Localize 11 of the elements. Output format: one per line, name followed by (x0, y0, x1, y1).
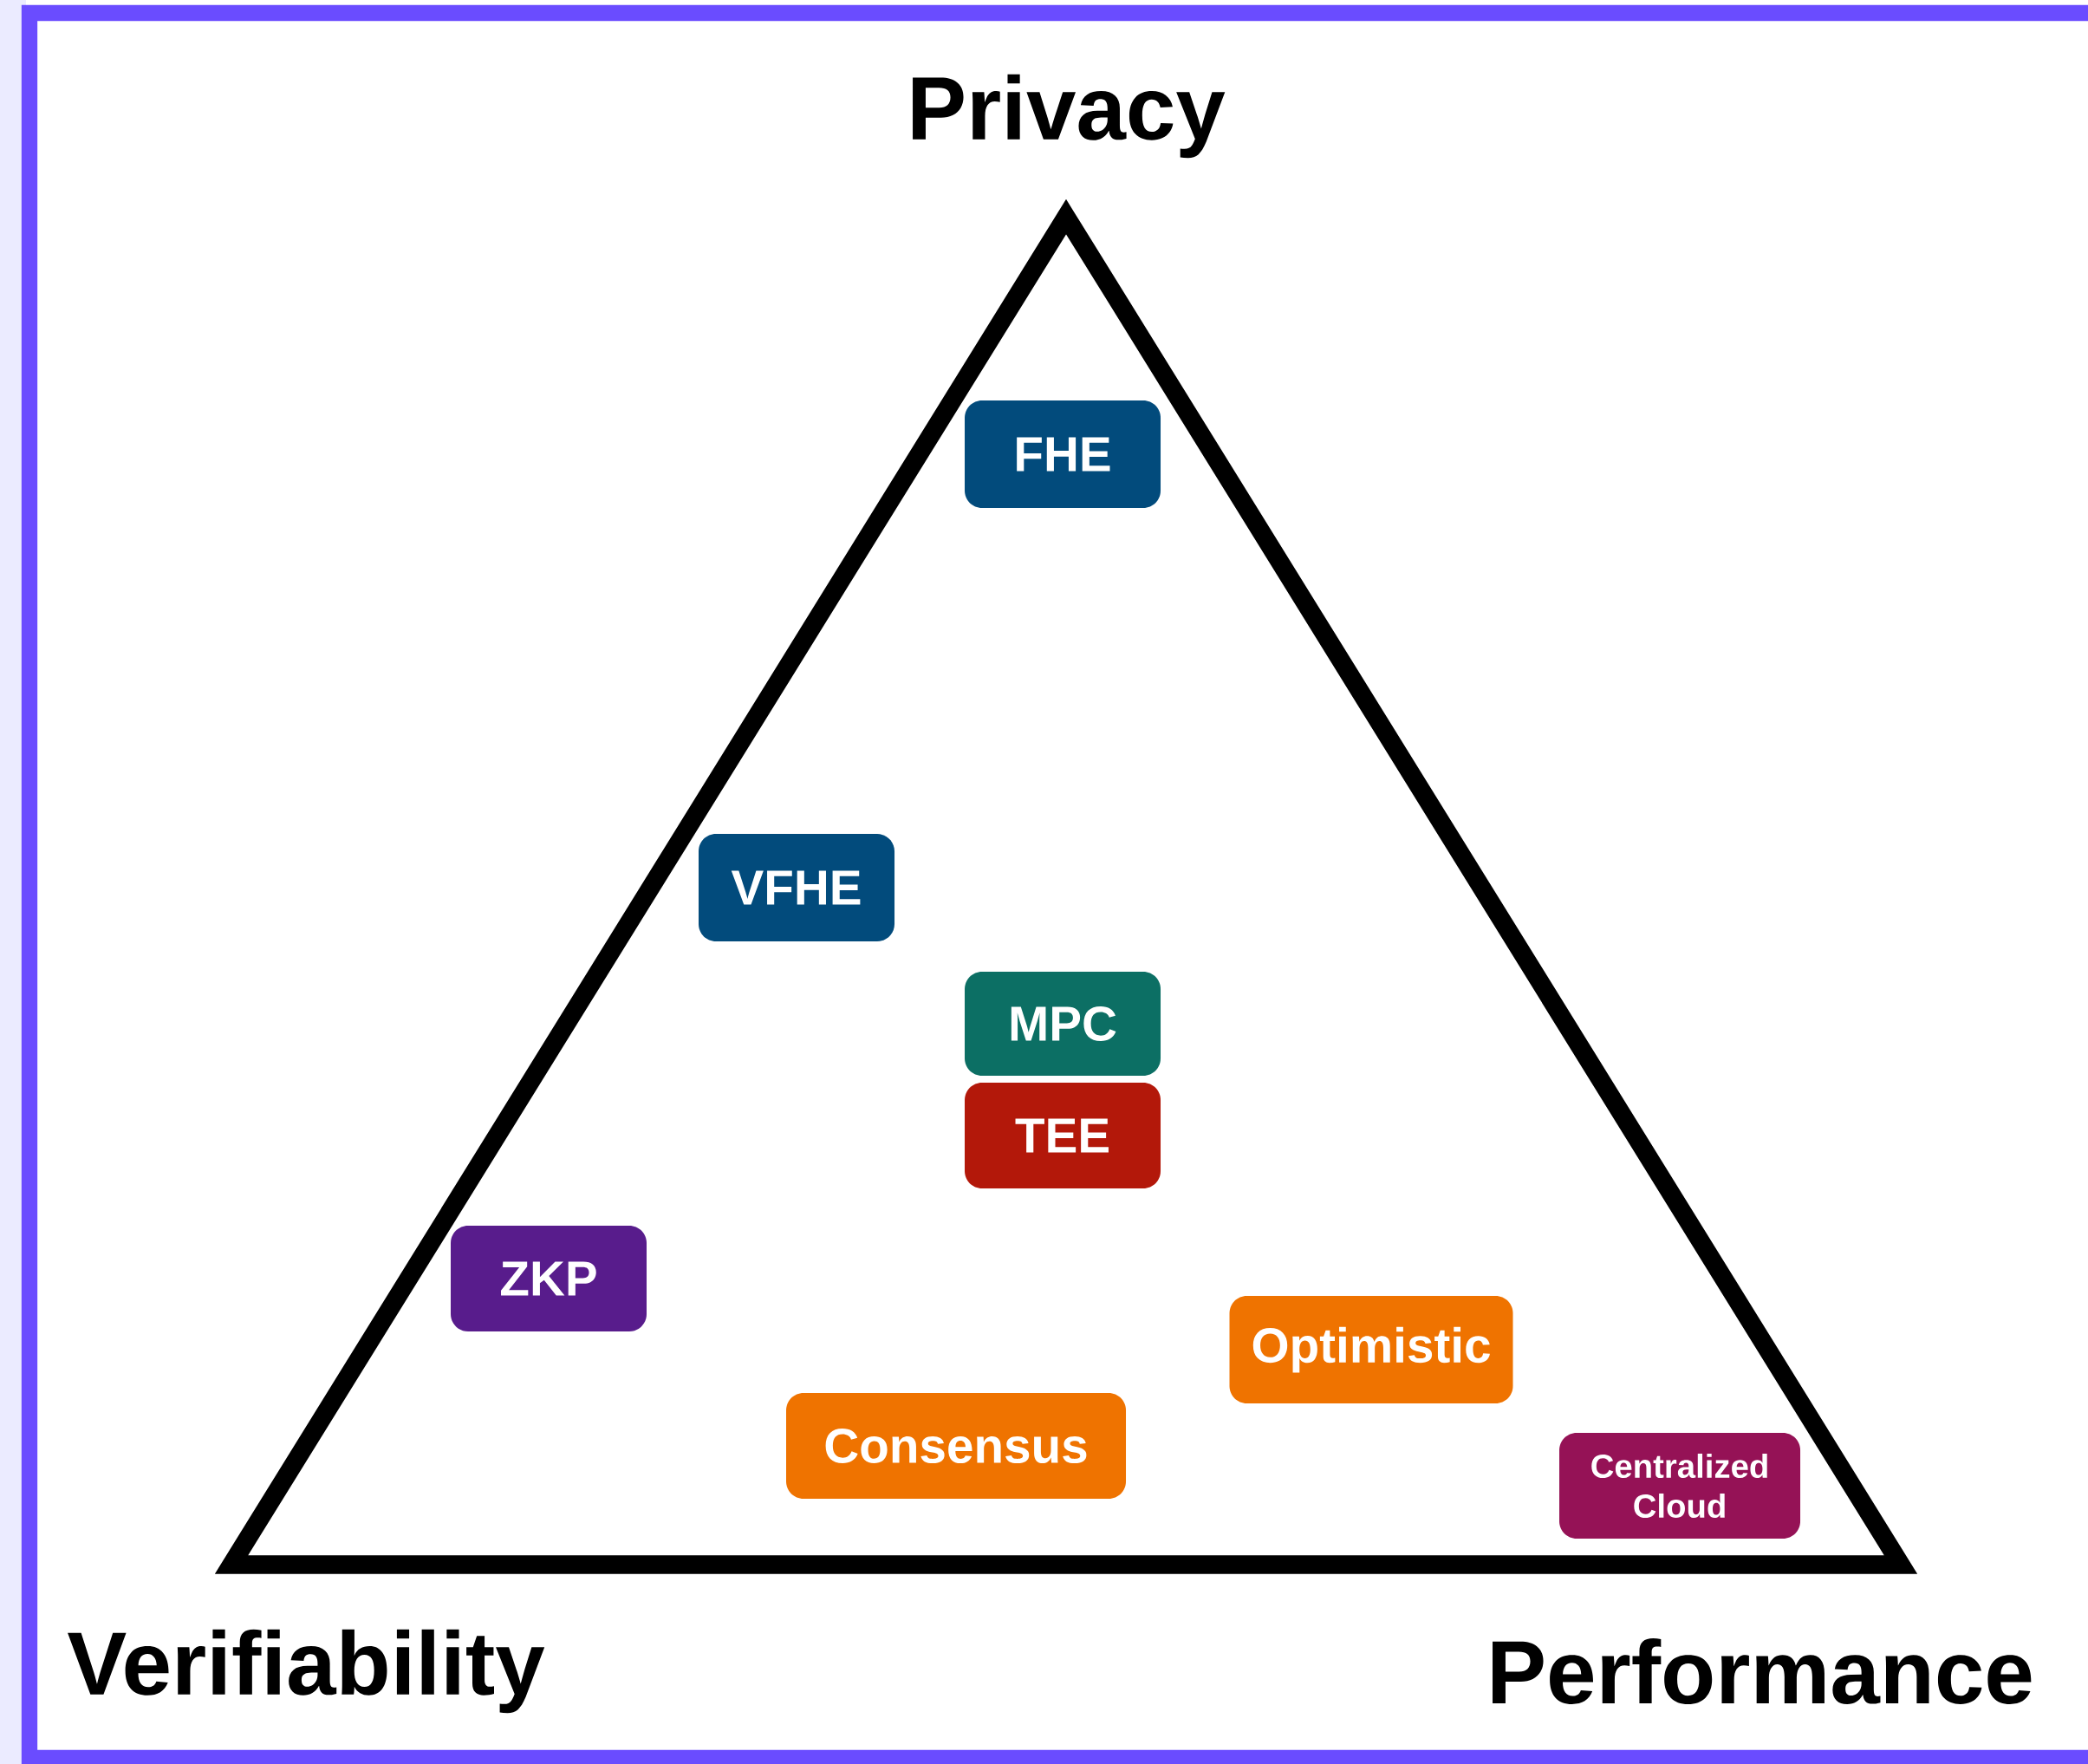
axis-label: Performance (1493, 1638, 2032, 1704)
method-box: ZKP (451, 1226, 647, 1331)
axis-label: Verifiability (68, 1629, 545, 1714)
method-box: TEE (965, 1083, 1161, 1188)
method-box: Optimistic (1229, 1296, 1513, 1404)
axis-label: Privacy (913, 74, 1226, 159)
method-box: FHE (965, 400, 1161, 508)
method-box: Centralized Cloud (1559, 1433, 1801, 1539)
method-box: VFHE (699, 834, 894, 941)
method-box: MPC (965, 972, 1161, 1076)
method-box: Consensus (786, 1393, 1126, 1499)
